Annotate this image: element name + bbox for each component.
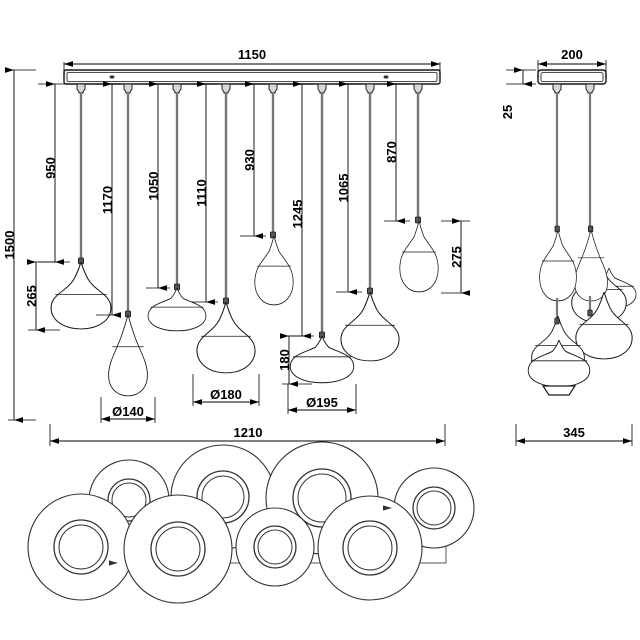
dim-label-1210: 1210 bbox=[234, 425, 263, 440]
dim-1065: 1065 bbox=[336, 81, 362, 295]
dim-930: 930 bbox=[240, 81, 266, 239]
pendant-4 bbox=[196, 83, 256, 374]
plan-circle-front-3 bbox=[235, 507, 315, 587]
dim-1500: 1500 bbox=[2, 67, 36, 423]
dim-1050: 1050 bbox=[146, 81, 170, 291]
side-cables bbox=[552, 83, 595, 228]
dim-label-dia195: Ø195 bbox=[306, 395, 338, 410]
dim-label-dia180: Ø180 bbox=[210, 387, 242, 402]
dim-label-dia140: Ø140 bbox=[112, 404, 144, 419]
dim-dia180: Ø180 bbox=[192, 374, 260, 406]
dim-label-950: 950 bbox=[43, 157, 58, 179]
pendant-1 bbox=[50, 83, 112, 330]
dim-200: 200 bbox=[537, 47, 607, 78]
pendant-6 bbox=[289, 83, 355, 384]
plan-circle-front-4 bbox=[317, 495, 423, 601]
dim-1245: 1245 bbox=[288, 81, 314, 339]
dim-dia140: Ø140 bbox=[100, 397, 156, 423]
side-elevation: 200 25 345 bbox=[500, 47, 637, 446]
dim-1210: 1210 bbox=[49, 424, 446, 446]
dim-345: 345 bbox=[515, 424, 633, 446]
side-shade-cluster bbox=[527, 225, 637, 396]
pendant-8 bbox=[399, 83, 439, 293]
dim-dia195: Ø195 bbox=[287, 384, 357, 414]
pendant-2 bbox=[108, 83, 148, 397]
dim-label-200: 200 bbox=[561, 47, 583, 62]
plan-circle-front-2 bbox=[123, 494, 233, 604]
plan-view bbox=[27, 441, 475, 604]
dim-label-870: 870 bbox=[384, 141, 399, 163]
plan-circle-front-1 bbox=[27, 493, 135, 601]
dim-label-1500: 1500 bbox=[2, 231, 17, 260]
dim-label-1065: 1065 bbox=[336, 174, 351, 203]
dim-label-345: 345 bbox=[563, 425, 585, 440]
dim-label-1050: 1050 bbox=[146, 172, 161, 201]
dim-label-930: 930 bbox=[242, 149, 257, 171]
dim-950: 950 bbox=[38, 81, 70, 265]
dim-1170: 1170 bbox=[96, 81, 121, 318]
dim-label-25: 25 bbox=[500, 105, 515, 119]
dim-label-275: 275 bbox=[449, 246, 464, 268]
dim-label-1150: 1150 bbox=[238, 47, 266, 62]
dim-275: 275 bbox=[441, 218, 470, 296]
dim-label-1110: 1110 bbox=[194, 179, 209, 207]
pendant-3 bbox=[147, 83, 207, 332]
dim-label-1245: 1245 bbox=[290, 200, 305, 229]
ceiling-plate-front bbox=[63, 69, 441, 85]
pendant-5 bbox=[254, 83, 294, 306]
dim-870: 870 bbox=[384, 81, 410, 224]
dim-label-265: 265 bbox=[24, 285, 39, 307]
ceiling-plate-side bbox=[537, 69, 607, 85]
dim-label-180-height: 180 bbox=[277, 349, 292, 371]
dim-180-height: 180 bbox=[277, 333, 312, 387]
dim-265: 265 bbox=[24, 259, 60, 333]
dim-label-1170: 1170 bbox=[100, 186, 115, 214]
pendant-7 bbox=[340, 83, 400, 362]
dim-25: 25 bbox=[500, 67, 536, 119]
dim-1110: 1110 bbox=[192, 81, 218, 305]
front-elevation: 1150 1500 950 265 1170 bbox=[2, 47, 470, 446]
dim-1150: 1150 bbox=[63, 47, 441, 78]
